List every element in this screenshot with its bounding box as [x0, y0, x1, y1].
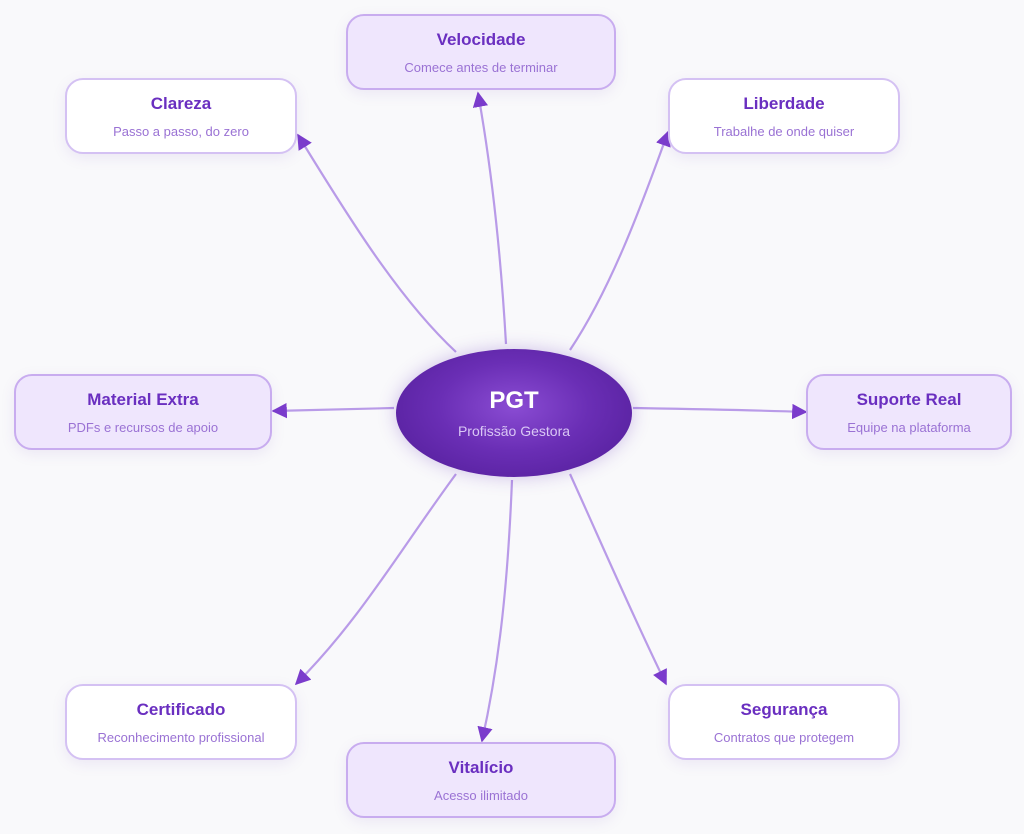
edge-clareza	[297, 133, 457, 353]
edge-suporte-real	[632, 403, 808, 420]
edge-certificado	[294, 473, 457, 686]
edge-liberdade	[569, 130, 671, 351]
node-subtitle: Passo a passo, do zero	[113, 123, 249, 139]
center-node[interactable]: PGT Profissão Gestora	[396, 349, 632, 477]
node-suporte-real[interactable]: Suporte Real Equipe na plataforma	[806, 374, 1012, 450]
node-subtitle: Equipe na plataforma	[847, 419, 971, 435]
node-title: Velocidade	[436, 29, 526, 49]
node-clareza[interactable]: Clareza Passo a passo, do zero	[65, 78, 297, 154]
node-seguranca[interactable]: Segurança Contratos que protegem	[668, 684, 900, 760]
node-material-extra[interactable]: Material Extra PDFs e recursos de apoio	[14, 374, 272, 450]
node-title: Suporte Real	[856, 389, 962, 409]
node-subtitle: Trabalhe de onde quiser	[713, 123, 855, 139]
node-title: Clareza	[150, 93, 212, 113]
node-velocidade[interactable]: Velocidade Comece antes de terminar	[346, 14, 616, 90]
node-subtitle: Reconhecimento profissional	[97, 729, 265, 745]
node-subtitle: PDFs e recursos de apoio	[67, 419, 219, 435]
edge-material-extra	[271, 402, 395, 419]
edge-vitalicio	[477, 479, 514, 743]
node-subtitle: Contratos que protegem	[713, 729, 855, 745]
node-title: Liberdade	[743, 93, 825, 113]
node-liberdade[interactable]: Liberdade Trabalhe de onde quiser	[668, 78, 900, 154]
edge-velocidade	[472, 91, 508, 345]
edge-seguranca	[568, 473, 667, 686]
node-title: Material Extra	[87, 389, 199, 409]
node-certificado[interactable]: Certificado Reconhecimento profissional	[65, 684, 297, 760]
node-subtitle: Comece antes de terminar	[404, 59, 558, 75]
node-title: Certificado	[136, 699, 226, 719]
node-title: Vitalício	[448, 757, 514, 777]
node-title: Segurança	[740, 699, 828, 719]
center-subtitle: Profissão Gestora	[457, 423, 571, 439]
node-vitalicio[interactable]: Vitalício Acesso ilimitado	[346, 742, 616, 818]
center-title: PGT	[489, 387, 539, 414]
node-subtitle: Acesso ilimitado	[434, 787, 528, 803]
